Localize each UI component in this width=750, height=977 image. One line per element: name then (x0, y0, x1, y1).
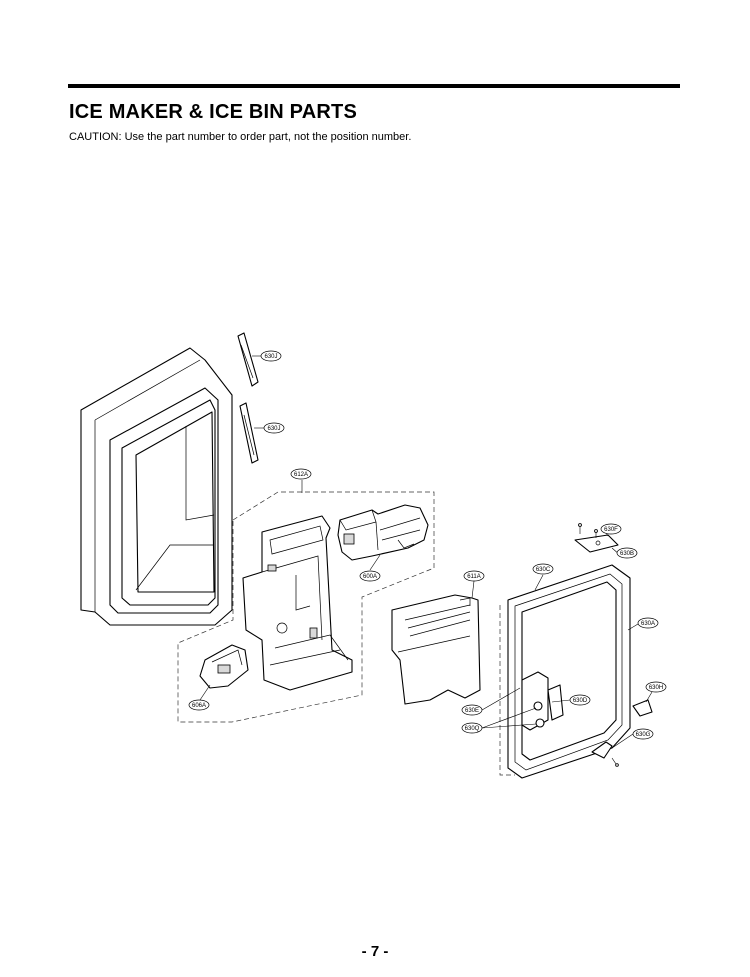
svg-text:630B: 630B (620, 551, 634, 557)
callout-606A: 606A (188, 699, 210, 711)
ice-bin-door-assembly (499, 564, 631, 779)
svg-text:630E: 630E (465, 708, 479, 714)
lower-hinge (591, 699, 653, 767)
svg-text:630H: 630H (649, 685, 663, 691)
callout-630Q: 630Q (461, 722, 483, 734)
callout-612A: 612A (290, 468, 312, 480)
callout-611A: 611A (463, 570, 485, 582)
caution-note: CAUTION: Use the part number to order pa… (69, 131, 412, 143)
svg-text:630A: 630A (641, 621, 655, 627)
callout-630H: 630H (645, 681, 667, 693)
top-rule (68, 84, 680, 88)
ice-bin-cover (391, 594, 481, 705)
svg-text:600A: 600A (363, 574, 377, 580)
svg-text:630J: 630J (264, 354, 277, 360)
callout-leaders (199, 355, 653, 749)
door-frame-illustration (80, 347, 233, 626)
svg-text:612A: 612A (294, 472, 308, 478)
callout-600A: 600A (359, 570, 381, 582)
svg-text:630Q: 630Q (465, 726, 480, 732)
callout-630B: 630B (616, 547, 638, 559)
icemaker-motor (337, 504, 429, 561)
callout-630D: 630D (569, 694, 591, 706)
callout-630G: 630G (632, 728, 654, 740)
ice-bin-lever (199, 644, 249, 689)
svg-text:611A: 611A (467, 574, 481, 580)
svg-text:630G: 630G (636, 732, 651, 738)
callout-630C: 630C (532, 563, 554, 575)
svg-text:630C: 630C (536, 567, 551, 573)
callout-630E: 630E (461, 704, 483, 716)
callout-630J-top: 630J (260, 350, 282, 362)
icemaker-assembly-outline (177, 491, 435, 723)
upper-hinge (574, 523, 619, 553)
page-number: - 7 - (361, 943, 389, 960)
svg-text:630F: 630F (604, 527, 618, 533)
svg-text:630D: 630D (573, 698, 588, 704)
callout-630F: 630F (600, 523, 622, 535)
page-title: ICE MAKER & ICE BIN PARTS (69, 101, 357, 123)
svg-text:630J: 630J (267, 426, 280, 432)
callout-630J-mid: 630J (263, 422, 285, 434)
callout-630A: 630A (637, 617, 659, 629)
trim-strip-630J (237, 332, 259, 464)
svg-text:606A: 606A (192, 703, 206, 709)
icemaker-housing (242, 515, 353, 691)
